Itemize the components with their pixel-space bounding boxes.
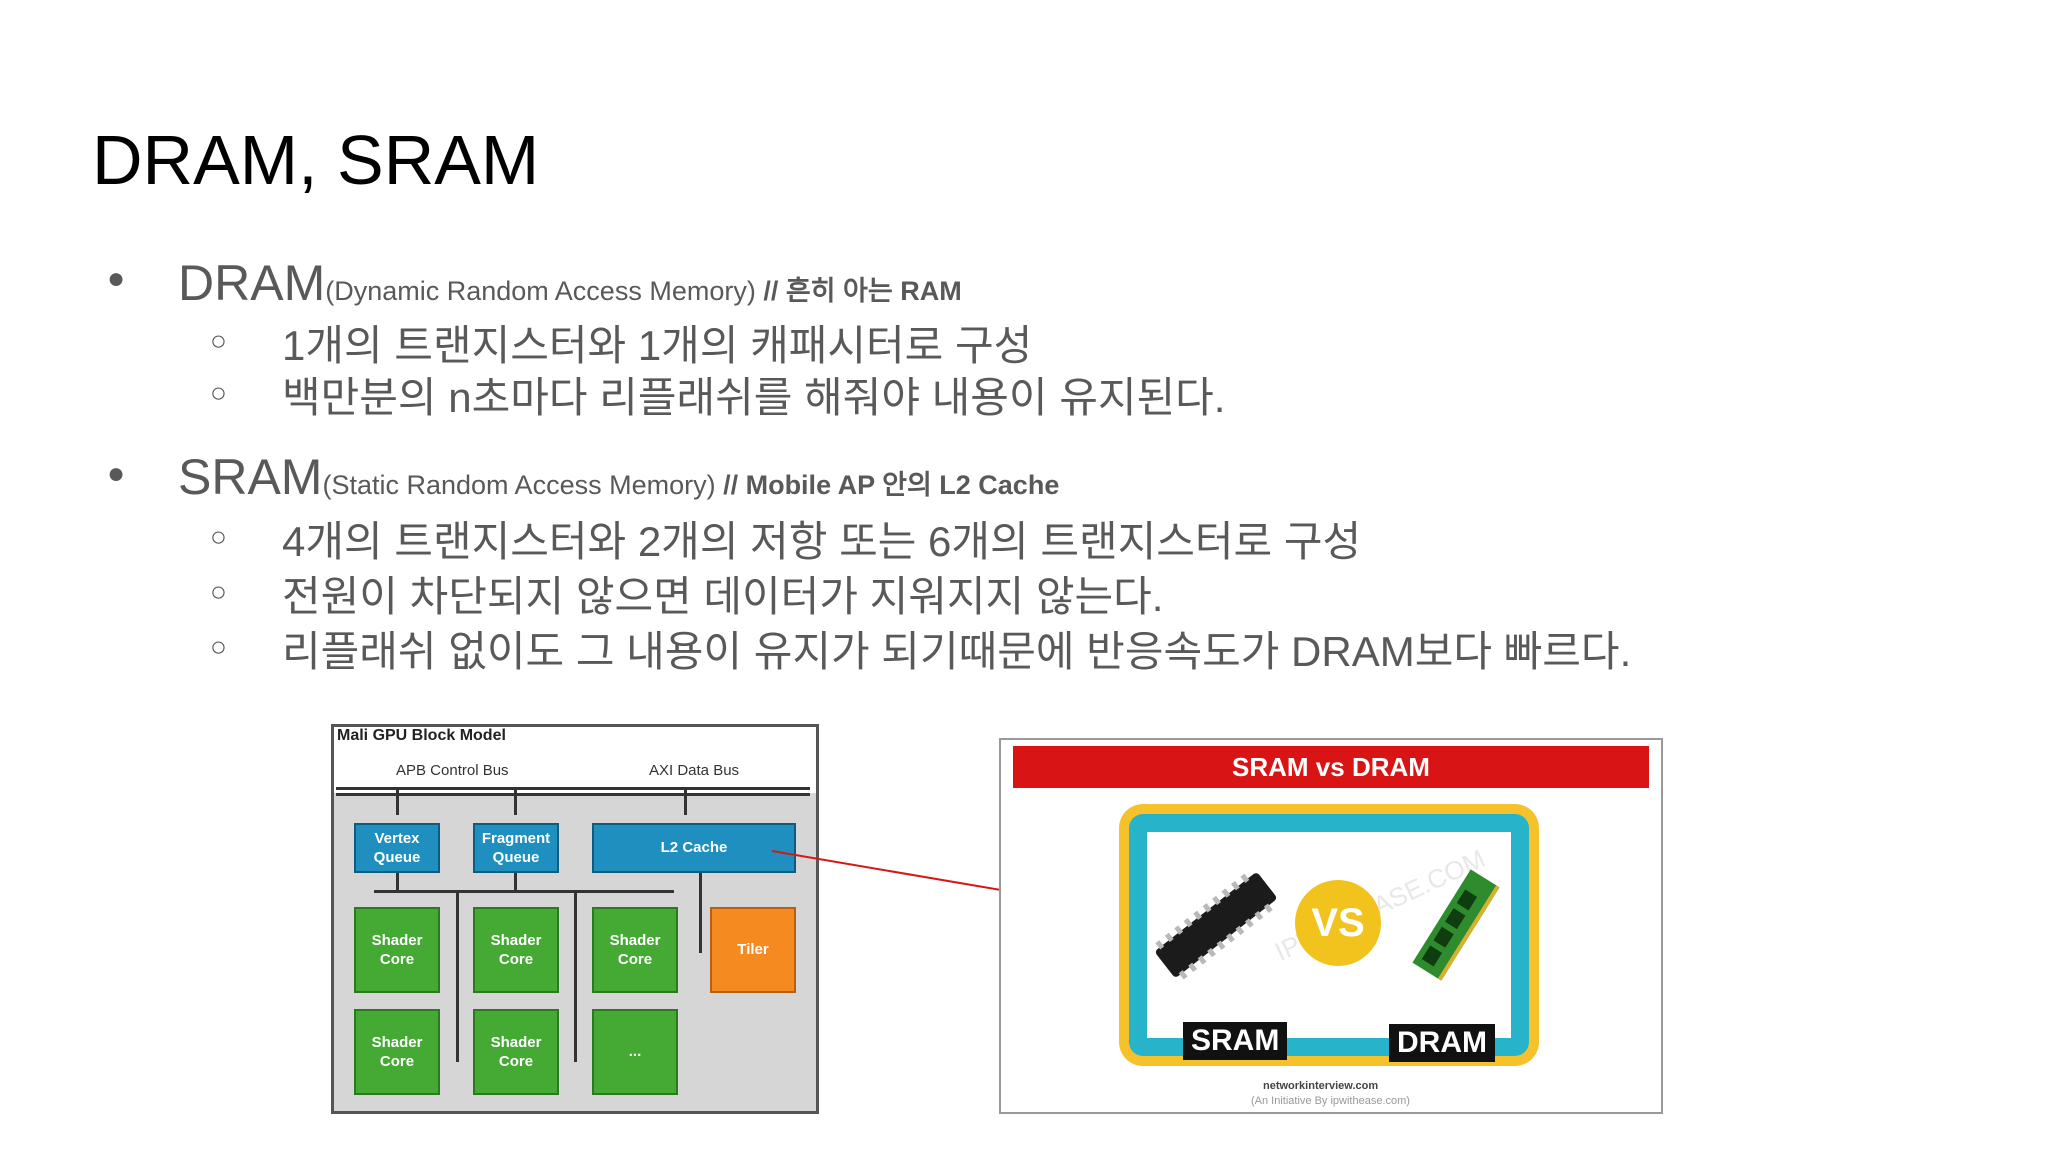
slide-title: DRAM, SRAM [92, 121, 540, 199]
bus-connector [514, 873, 517, 891]
bullet-dot-sram: ● [107, 457, 126, 490]
bullet-sram: SRAM(Static Random Access Memory) // Mob… [178, 448, 1059, 506]
bus-connector [396, 787, 399, 815]
internal-bus-line [374, 890, 674, 893]
bus-connector [396, 873, 399, 891]
shader-core-block: Shader Core [473, 1009, 559, 1095]
bullet-dram-main: DRAM [178, 255, 326, 311]
sub-bullet-dot: ○ [210, 325, 227, 356]
bullet-sram-note: // Mobile AP 안의 L2 Cache [715, 470, 1060, 500]
dram-tag: DRAM [1389, 1024, 1495, 1062]
chip-body [1155, 873, 1277, 977]
sram-chip-illustration [1155, 873, 1277, 980]
sub-bullet-dram-2: 백만분의 n초마다 리플래쉬를 해줘야 내용이 유지된다. [282, 374, 1226, 421]
sub-bullet-sram-1: 4개의 트랜지스터와 2개의 저항 또는 6개의 트랜지스터로 구성 [282, 518, 1362, 565]
mali-gpu-diagram: Mali GPU Block Model APB Control Bus AXI… [331, 724, 819, 1114]
bullet-dram-note: // 흔히 아는 RAM [755, 276, 962, 306]
shader-core-block: Shader Core [354, 907, 440, 993]
vertex-queue-block: Vertex Queue [354, 823, 440, 873]
site-footer: networkinterview.com [1263, 1080, 1379, 1092]
bullet-dram: DRAM(Dynamic Random Access Memory) // 흔히… [178, 254, 962, 312]
chip-pins [1155, 873, 1273, 980]
sram-tag: SRAM [1183, 1022, 1288, 1060]
diagram-header [334, 727, 816, 793]
diagram-title: Mali GPU Block Model [337, 727, 506, 744]
sub-bullet-sram-2: 전원이 차단되지 않으면 데이터가 지워지지 않는다. [282, 573, 1164, 620]
sub-bullet-dot: ○ [210, 377, 227, 408]
bullet-sram-main: SRAM [178, 449, 323, 505]
sub-bullet-dot: ○ [210, 521, 227, 552]
bullet-dram-paren: (Dynamic Random Access Memory) [325, 276, 756, 306]
fragment-queue-block: Fragment Queue [473, 823, 559, 873]
internal-bus-line [456, 890, 459, 1062]
shader-core-block: Shader Core [592, 907, 678, 993]
internal-bus-line [574, 890, 577, 1062]
vs-badge: VS [1295, 880, 1381, 966]
bullet-sram-paren: (Static Random Access Memory) [322, 470, 716, 500]
credit-footer: (An Initiative By ipwithease.com) [1251, 1095, 1410, 1107]
sub-bullet-sram-3: 리플래쉬 없이도 그 내용이 유지가 되기때문에 반응속도가 DRAM보다 빠르… [282, 628, 1632, 675]
bus-line [336, 787, 810, 790]
bus-connector [699, 873, 702, 953]
more-cores-block: ... [592, 1009, 678, 1095]
shader-core-block: Shader Core [473, 907, 559, 993]
sub-bullet-dot: ○ [210, 576, 227, 607]
bullet-dot-dram: ● [107, 262, 126, 295]
sram-vs-dram-image: SRAM vs DRAM IPWITHEASE.COM VS SRAM DRAM… [999, 738, 1663, 1114]
axi-bus-label: AXI Data Bus [649, 762, 740, 779]
sub-bullet-dram-1: 1개의 트랜지스터와 1개의 캐패시터로 구성 [282, 322, 1033, 369]
bus-line [336, 793, 810, 796]
shader-core-block: Shader Core [354, 1009, 440, 1095]
dram-chips [1421, 889, 1478, 967]
dram-stick-illustration [1412, 869, 1500, 981]
bus-connector [684, 787, 687, 815]
l2-cache-block: L2 Cache [592, 823, 796, 873]
bus-connector [514, 787, 517, 815]
image-banner: SRAM vs DRAM [1013, 746, 1649, 788]
dram-contacts [1437, 885, 1500, 981]
tiler-block: Tiler [710, 907, 796, 993]
sub-bullet-dot: ○ [210, 631, 227, 662]
apb-bus-label: APB Control Bus [396, 762, 509, 779]
